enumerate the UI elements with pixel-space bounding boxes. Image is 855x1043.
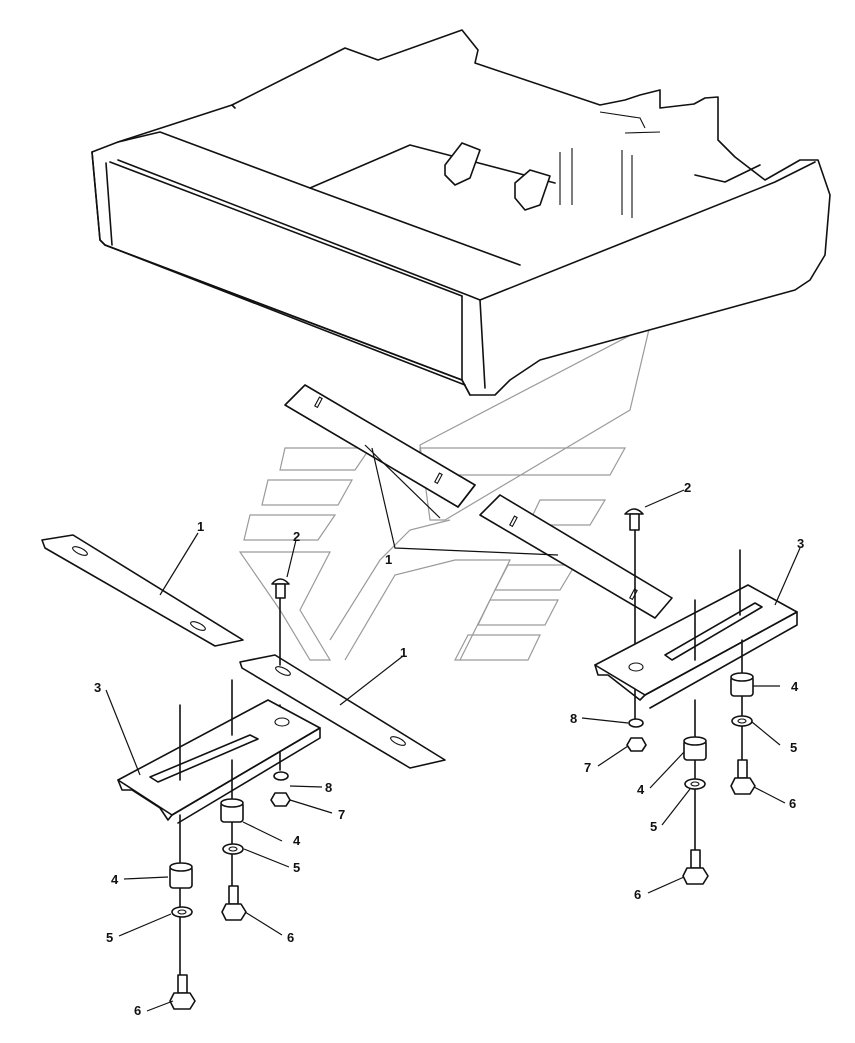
callout-4-right-inner: 4 xyxy=(637,782,645,797)
callout-6-right-outer: 6 xyxy=(789,796,796,811)
callout-4-right-outer: 4 xyxy=(791,679,799,694)
left-spacer-inner xyxy=(220,798,244,823)
callout-7-left: 7 xyxy=(338,807,345,822)
callout-3-right: 3 xyxy=(797,536,804,551)
callout-leaders xyxy=(105,489,801,1012)
left-bolts xyxy=(169,792,291,1010)
callout-2-right: 2 xyxy=(684,480,691,495)
right-bracket xyxy=(594,549,798,856)
callout-6-left-inner: 6 xyxy=(287,930,294,945)
center-bar-lower xyxy=(479,494,673,619)
callout-5-right-inner: 5 xyxy=(650,819,657,834)
left-washers xyxy=(171,771,289,918)
left-bracket xyxy=(117,679,321,991)
left-strap-1 xyxy=(41,534,244,647)
callout-1-center: 1 xyxy=(385,552,392,567)
deck-housing xyxy=(91,29,831,396)
callout-7-right: 7 xyxy=(584,760,591,775)
callout-6-left-outer: 6 xyxy=(134,1003,141,1018)
callout-4-left-outer: 4 xyxy=(111,872,119,887)
callout-5-left-outer: 5 xyxy=(106,930,113,945)
callout-labels: 1 1 1 2 2 3 3 4 4 4 4 5 5 5 5 6 6 6 6 7 … xyxy=(94,480,804,1018)
right-carriage-bolt xyxy=(624,508,644,721)
callout-5-right-outer: 5 xyxy=(790,740,797,755)
callout-2-left: 2 xyxy=(293,529,300,544)
callout-8-left: 8 xyxy=(325,780,332,795)
callout-1-lower: 1 xyxy=(400,645,407,660)
left-spacer-outer xyxy=(169,862,193,889)
right-bolts xyxy=(626,737,756,885)
right-spacer-inner xyxy=(683,736,707,761)
callout-6-right-inner: 6 xyxy=(634,887,641,902)
right-washers xyxy=(628,715,753,790)
left-strap-2 xyxy=(239,654,446,769)
watermark-logo xyxy=(238,323,651,661)
callout-8-right: 8 xyxy=(570,711,577,726)
callout-1-left: 1 xyxy=(197,519,204,534)
callout-4-left-inner: 4 xyxy=(293,833,301,848)
callout-3-left: 3 xyxy=(94,680,101,695)
center-bar-upper xyxy=(284,384,476,508)
right-spacer-outer xyxy=(730,672,754,697)
center-leader-lines xyxy=(364,444,559,556)
callout-5-left-inner: 5 xyxy=(293,860,300,875)
